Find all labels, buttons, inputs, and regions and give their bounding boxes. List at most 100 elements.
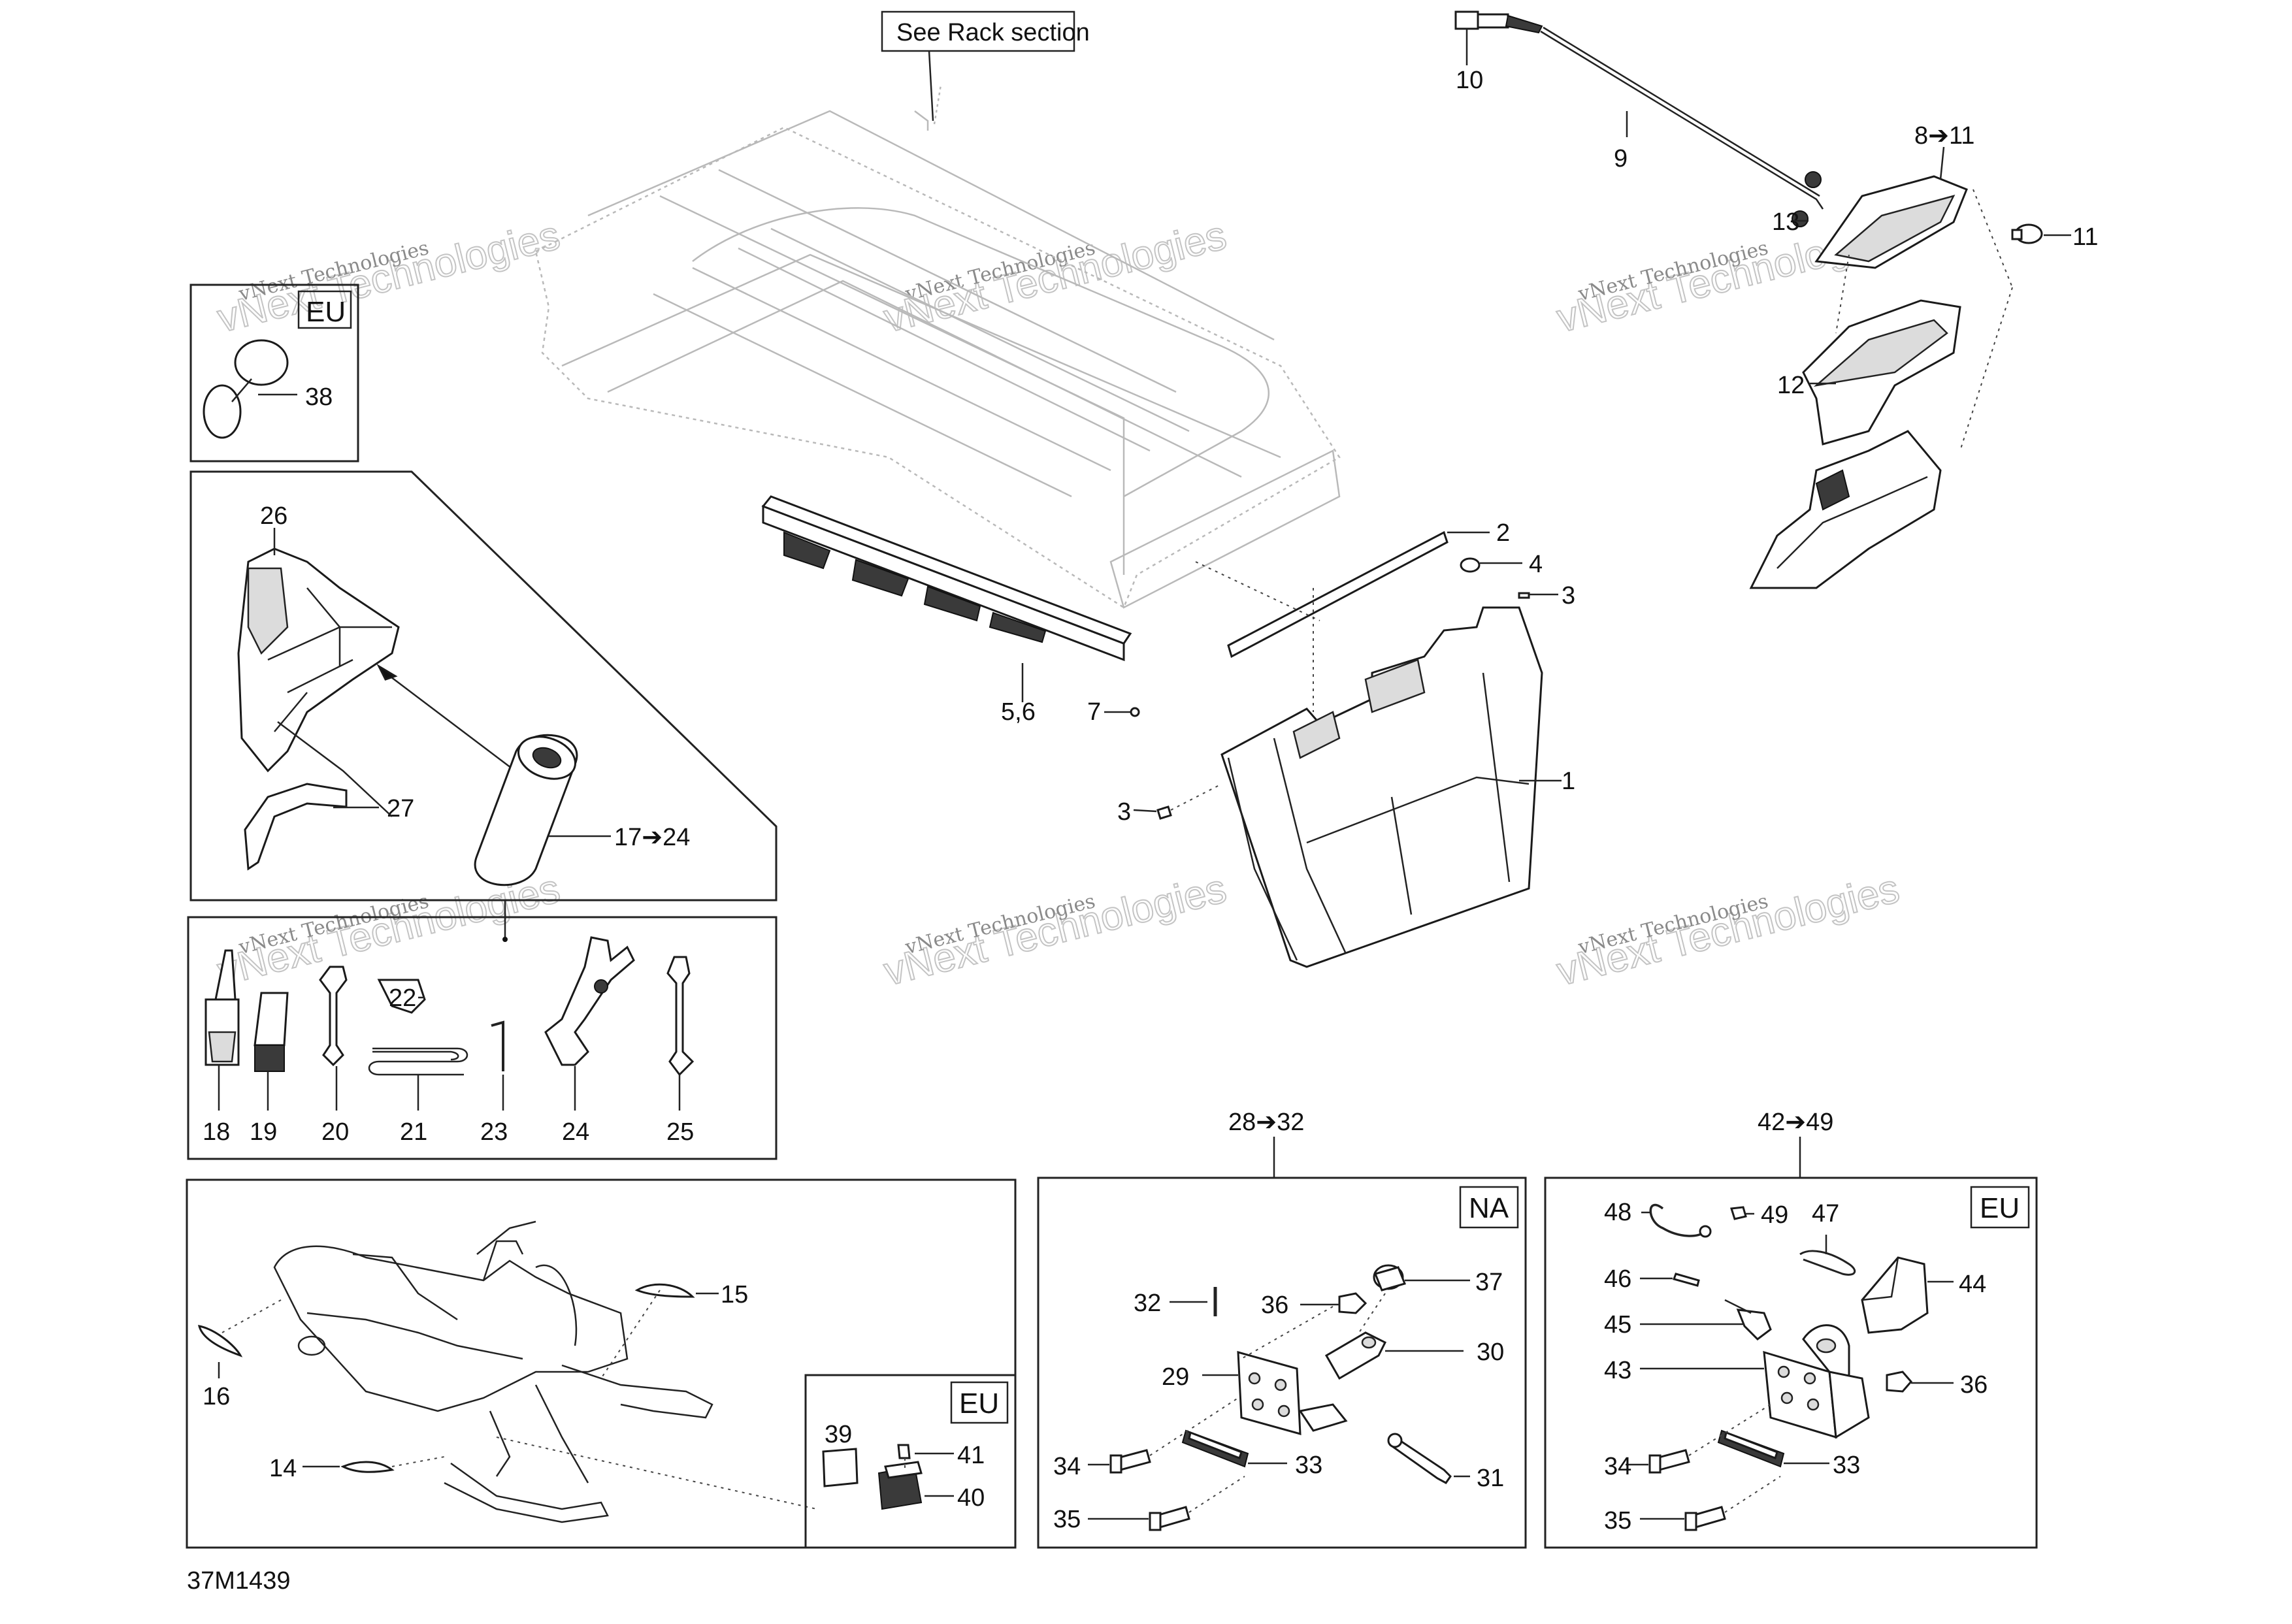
part-lanyard-48 (1649, 1203, 1712, 1238)
part-wire-spring (368, 1047, 468, 1076)
part-tool-bag (237, 547, 400, 773)
callout-label: 2 (1496, 519, 1510, 547)
region-tag-eu-reflector: EU (959, 1388, 999, 1420)
part-tail-light-housing (1749, 299, 1961, 589)
part-small-wrench (319, 966, 348, 1067)
panel-tool-bag (189, 470, 778, 901)
callout-label: 35 (1604, 1507, 1631, 1535)
callout-label: 8➔11 (1914, 122, 1974, 150)
callout-label: 10 (1456, 67, 1483, 94)
callout-label: 34 (1053, 1453, 1081, 1480)
part-flap-retainer (1227, 530, 1449, 658)
part-reflector-33b (1717, 1429, 1785, 1468)
callout-label: 27 (387, 795, 414, 822)
callout-label: 29 (1162, 1363, 1189, 1391)
callout-label: 46 (1604, 1265, 1631, 1293)
part-tail-light-harness (1454, 10, 1824, 210)
callout-label: 37 (1475, 1269, 1503, 1296)
part-bolt-34b (1648, 1449, 1690, 1474)
part-nut-36b (1886, 1371, 1912, 1393)
panel-eu-hitch-kit (1544, 1177, 2038, 1549)
callout-label: 49 (1761, 1201, 1788, 1229)
part-snow-flap (1220, 606, 1543, 968)
part-hitch-plate-43 (1763, 1324, 1870, 1439)
watermark: vNext Technologies vNext Technologies (212, 212, 565, 342)
part-hitch-pin-clip-47 (1799, 1250, 1856, 1276)
part-reflector-33a (1181, 1429, 1249, 1468)
callout-label: 48 (1604, 1199, 1631, 1226)
part-bag-strap (244, 783, 348, 871)
part-bolt-34a (1109, 1449, 1151, 1474)
callout-label: 3 (1117, 798, 1131, 826)
callout-label: 11 (2072, 223, 2098, 251)
callout-label: 20 (321, 1118, 349, 1146)
part-spark-plug-socket (254, 992, 289, 1072)
callout-label: 3 (1562, 582, 1575, 609)
panel-na-hitch-kit (1037, 1177, 1527, 1549)
callout-label: 31 (1477, 1465, 1504, 1492)
callout-label: 25 (666, 1118, 694, 1146)
part-screwdriver (205, 949, 240, 1066)
part-belt-removal-tool: 22 (377, 979, 426, 1014)
part-hex-key (491, 1020, 504, 1071)
snowmobile-outline (273, 1220, 713, 1523)
part-clutch-tool (544, 936, 635, 1066)
part-nut-36a (1338, 1292, 1367, 1314)
callout-label: 40 (957, 1484, 985, 1512)
callout-label: 28➔32 (1228, 1109, 1304, 1136)
callout-label: 18 (203, 1118, 230, 1146)
callout-label: 44 (1959, 1271, 1986, 1298)
part-side-reflector-strip (761, 495, 1132, 662)
callout-label: 41 (957, 1442, 985, 1469)
callout-label: 23 (480, 1118, 508, 1146)
rack-reference-note: See Rack section (896, 19, 1090, 46)
callout-label: 9 (1614, 145, 1628, 172)
part-tool-kit-cylinder (474, 734, 578, 886)
callout-label: 35 (1053, 1506, 1081, 1533)
part-bolt-35a (1149, 1506, 1190, 1531)
callout-label: 38 (305, 383, 333, 411)
part-bolt-35b (1684, 1506, 1726, 1531)
part-hitch-bracket-30 (1324, 1331, 1387, 1380)
callout-label: 24 (562, 1118, 589, 1146)
callout-label: 33 (1295, 1452, 1322, 1479)
panel-eu-mirror (189, 284, 359, 463)
callout-label: 16 (203, 1383, 230, 1410)
callout-label: 36 (1960, 1371, 1988, 1399)
watermark: vNext Technologies vNext Technologies (1552, 866, 1904, 996)
callout-label: 32 (1134, 1290, 1161, 1317)
callout-label: 13 (1772, 208, 1799, 236)
part-latch-45 (1724, 1299, 1772, 1340)
callout-label: 17➔24 (614, 824, 690, 851)
callout-label: 45 (1604, 1311, 1631, 1339)
region-tag-na: NA (1469, 1192, 1509, 1224)
rack-reference-box (881, 10, 1075, 52)
callout-label: 1 (1562, 768, 1575, 795)
callout-label: 4 (1529, 551, 1543, 578)
part-mirror (203, 339, 289, 439)
watermark-group: vNext Technologies vNext Technologies vN… (212, 212, 1904, 996)
callout-label: 39 (825, 1421, 852, 1448)
region-tag-eu-mirror: EU (306, 296, 346, 328)
part-tail-light-lens (1792, 171, 1968, 269)
callout-label: 5,6 (1001, 698, 1036, 726)
callout-label: 34 (1604, 1453, 1631, 1480)
region-tag-eu-kit: EU (1980, 1192, 2020, 1224)
panel-tools (187, 916, 778, 1160)
callout-label: 33 (1833, 1452, 1860, 1479)
callout-label: 14 (269, 1455, 297, 1482)
panel-reflectors (186, 1178, 1017, 1549)
part-eu-reflector-small (822, 1448, 859, 1487)
callout-label: 19 (250, 1118, 277, 1146)
callout-label: 36 (1261, 1291, 1288, 1319)
callout-label: 42➔49 (1758, 1109, 1833, 1136)
callout-label: 30 (1477, 1339, 1504, 1366)
part-hitch-pin-31 (1387, 1433, 1452, 1484)
callout-label: 43 (1604, 1357, 1631, 1384)
callout-label: 47 (1812, 1200, 1839, 1227)
part-hitch-plate-29 (1237, 1350, 1348, 1436)
part-bracket-44 (1861, 1256, 1929, 1334)
callout-label: 21 (400, 1118, 427, 1146)
